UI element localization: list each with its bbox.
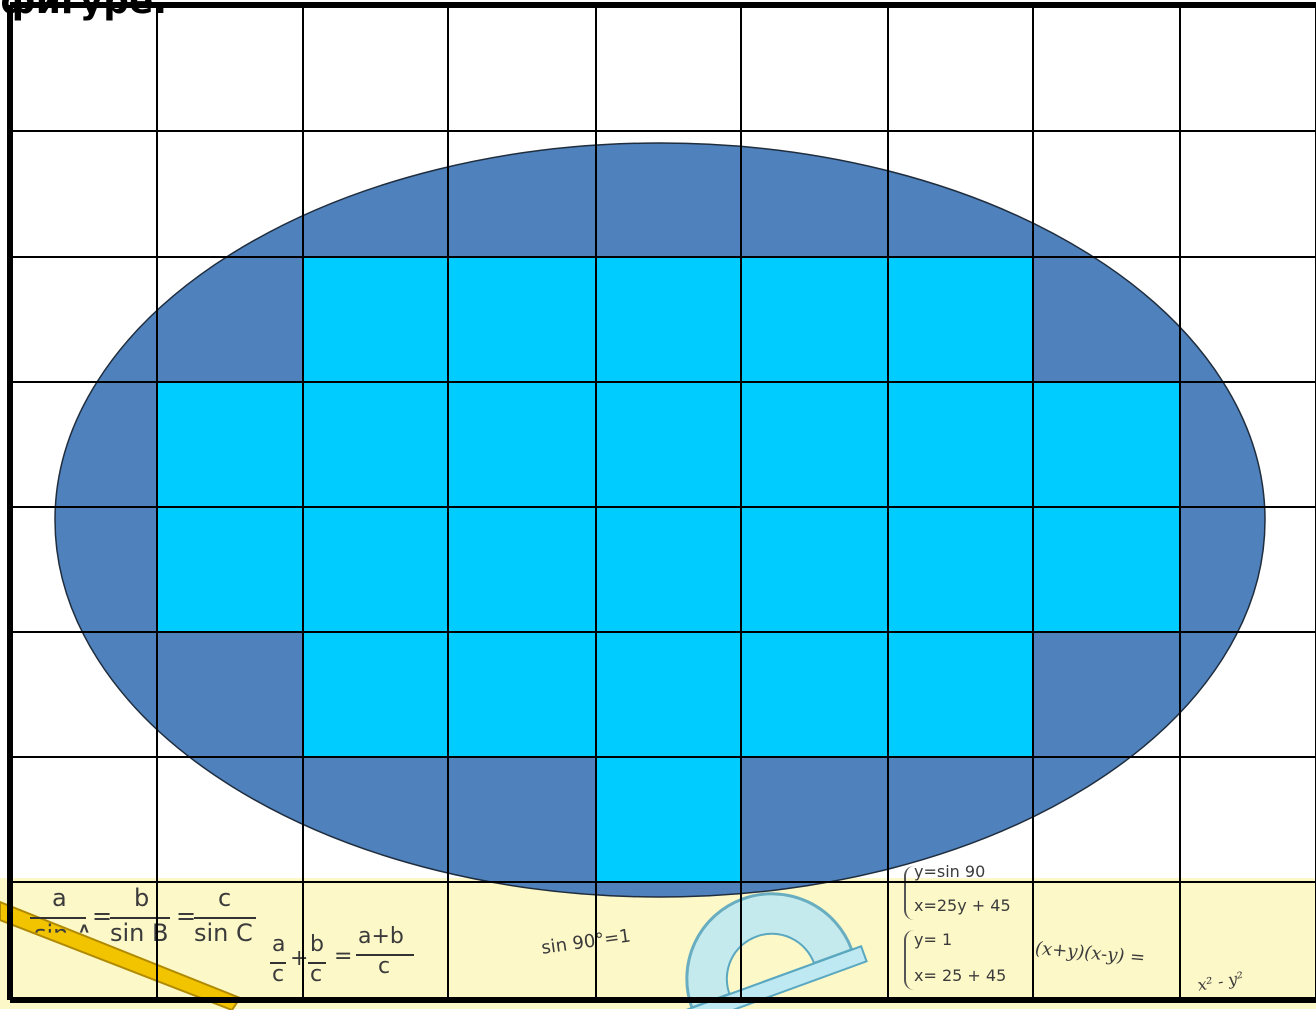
system-2-brace: [904, 930, 916, 990]
system-2-line-2: x= 25 + 45: [914, 966, 1007, 985]
sines-mid-numerator: b: [134, 884, 150, 912]
inner-cell: [741, 632, 888, 757]
inner-cell: [1033, 382, 1180, 507]
sum-f1-denominator: c: [272, 962, 285, 987]
system-2-line-1: y= 1: [914, 930, 953, 949]
yellow-band: [0, 878, 1316, 1009]
caption-text: фигуре.: [0, 0, 168, 22]
inner-cell: [888, 257, 1033, 382]
inner-cell: [448, 382, 596, 507]
sines-lhs-numerator: a: [52, 884, 67, 912]
inner-cell: [157, 382, 303, 507]
inner-cell: [596, 257, 741, 382]
inner-cell: [448, 632, 596, 757]
inner-cell: [303, 632, 448, 757]
system-1-line-2: x=25y + 45: [914, 896, 1011, 915]
inner-cell: [596, 757, 741, 882]
inner-cell: [741, 257, 888, 382]
inner-cell: [888, 507, 1033, 632]
inner-cell: [888, 382, 1033, 507]
sines-rhs-denominator: sin C: [194, 919, 253, 947]
inner-cell: [596, 507, 741, 632]
inner-cell: [448, 507, 596, 632]
inner-cell: [888, 632, 1033, 757]
inner-cell: [741, 507, 888, 632]
inner-cell: [448, 257, 596, 382]
sum-f2-denominator: c: [310, 962, 323, 987]
sines-mid-denominator: sin B: [110, 919, 169, 947]
sum-result-denominator: c: [378, 954, 391, 979]
sum-f1-numerator: a: [272, 932, 286, 957]
pencil-icon: [0, 900, 242, 1010]
inner-cell: [303, 507, 448, 632]
inner-cell: [303, 382, 448, 507]
inner-cell: [303, 257, 448, 382]
inner-cell: [157, 507, 303, 632]
inner-cell: [596, 382, 741, 507]
inner-cell: [596, 632, 741, 757]
system-1-brace: [904, 866, 916, 920]
inner-cell: [741, 382, 888, 507]
protractor-icon: [681, 892, 868, 1009]
sum-result-numerator: a+b: [358, 924, 404, 949]
sum-f2-numerator: b: [310, 932, 324, 957]
sines-rhs-numerator: c: [218, 884, 232, 912]
sines-lhs-denominator: sin A: [34, 920, 92, 933]
inner-cell: [1033, 507, 1180, 632]
system-1-line-1: y=sin 90: [914, 862, 986, 881]
